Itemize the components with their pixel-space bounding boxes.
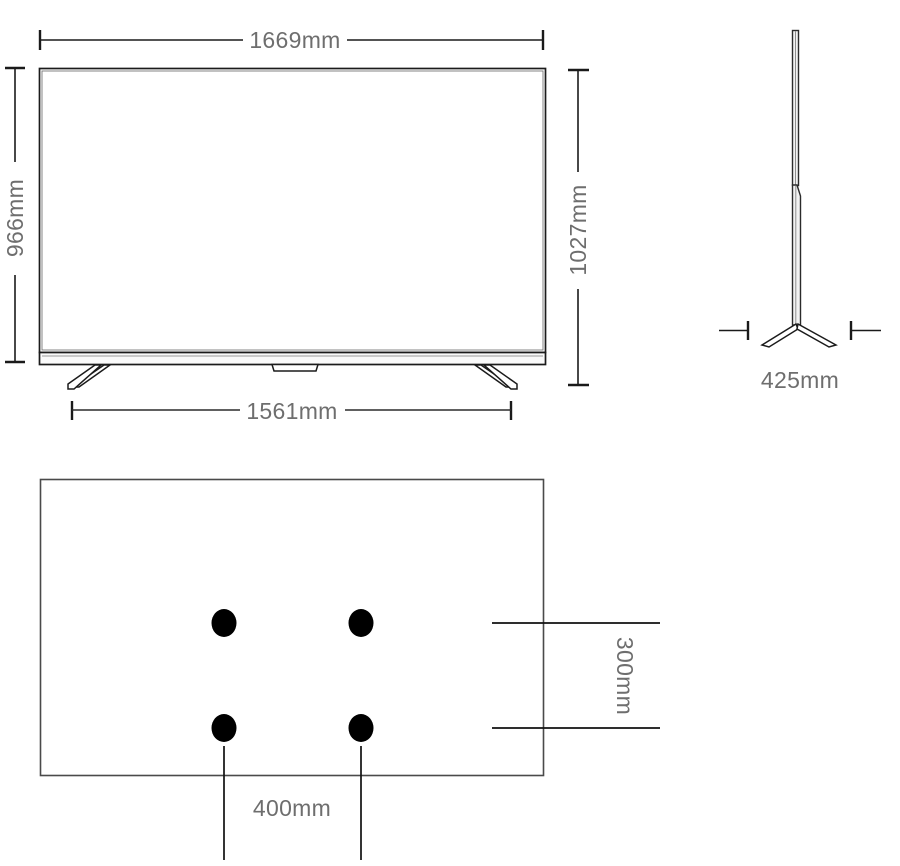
dimension-label-panel-height: 966mm [2, 179, 28, 257]
side-stand-leg-left [760, 322, 799, 348]
vesa-hole-top-right [348, 609, 374, 637]
rear-view: 300mm 400mm [39, 478, 660, 860]
dimension-label-vesa-vertical: 300mm [612, 637, 638, 715]
dimension-panel-height: 966mm [2, 66, 28, 364]
dimension-label-stand-depth: 425mm [761, 367, 839, 393]
stand-foot-right-blade-inner [482, 364, 518, 390]
dimension-overall-width: 1669mm [38, 27, 545, 53]
rear-panel-outline [39, 478, 545, 777]
dimension-stand-depth: 425mm [719, 321, 881, 393]
tv-bottom-chassis [38, 351, 547, 366]
side-stand-base [760, 322, 838, 348]
dimension-label-vesa-horizontal: 400mm [253, 795, 331, 821]
dimension-total-height: 1027mm [565, 68, 591, 387]
vesa-hole-top-left [211, 609, 237, 637]
vesa-hole-bottom-left [211, 714, 237, 742]
dimension-vesa-horizontal: 400mm [223, 746, 362, 860]
ir-sensor-bump [270, 363, 320, 372]
side-panel-profile-lower [791, 184, 802, 326]
stand-foot-right [472, 364, 518, 390]
tv-screen-panel [41, 70, 544, 351]
dimension-label-overall-width: 1669mm [249, 27, 340, 53]
vesa-hole-bottom-right [348, 714, 374, 742]
stand-foot-left-blade-inner [67, 364, 103, 390]
dimension-vesa-vertical: 300mm [492, 622, 660, 729]
front-view: 1669mm 966mm 1027mm [2, 27, 591, 424]
dimension-label-stand-width: 1561mm [246, 398, 337, 424]
side-view: 425mm [719, 29, 881, 393]
dimension-stand-width: 1561mm [70, 398, 513, 424]
dimension-label-total-height: 1027mm [565, 184, 591, 275]
stand-foot-left [67, 364, 113, 390]
side-stand-leg-right [796, 322, 838, 348]
